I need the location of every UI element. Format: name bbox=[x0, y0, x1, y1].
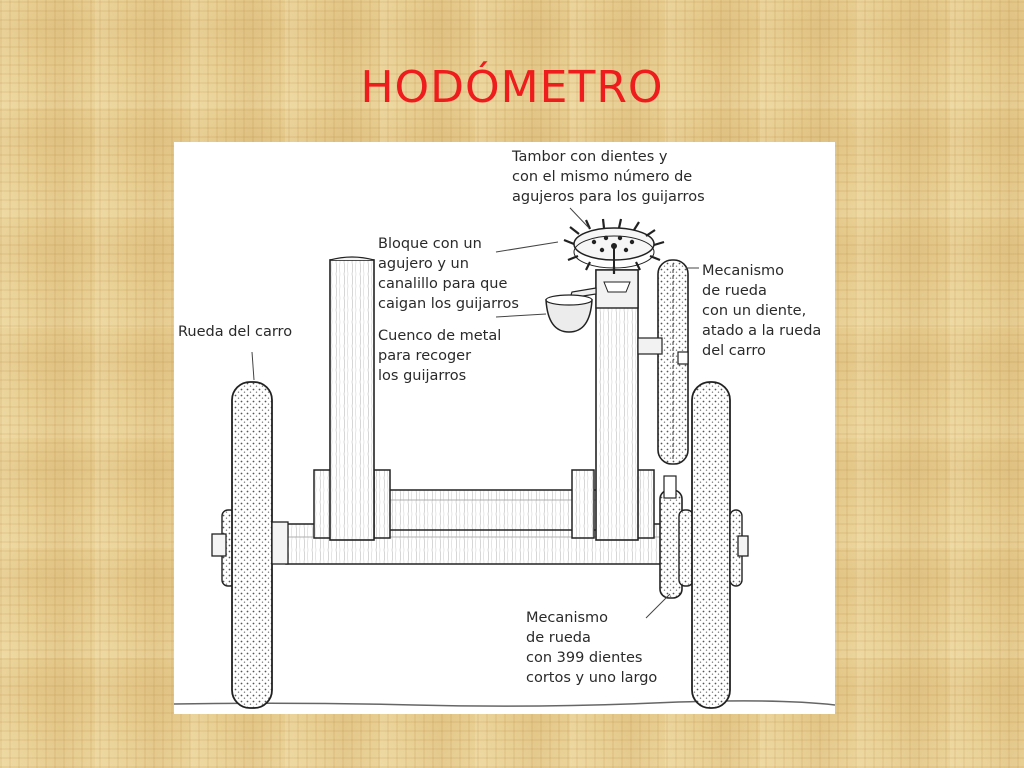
cart-illustration bbox=[174, 207, 835, 709]
label-single-tooth-gear: Mecanismo de rueda con un diente, atado … bbox=[702, 263, 822, 359]
slide-title: HODÓMETRO bbox=[360, 62, 664, 113]
label-metal-bowl: Cuenco de metal para recoger los guijarr… bbox=[378, 328, 502, 384]
odometer-diagram: Tambor con dientes y con el mismo número… bbox=[174, 142, 835, 714]
gear-399-teeth bbox=[659, 475, 683, 599]
label-toothed-drum: Tambor con dientes y con el mismo número… bbox=[512, 149, 705, 205]
right-post bbox=[595, 269, 639, 541]
leader-lines bbox=[251, 207, 699, 619]
label-cart-wheel: Rueda del carro bbox=[178, 324, 293, 340]
single-tooth-gear bbox=[637, 259, 689, 465]
metal-bowl bbox=[545, 294, 593, 333]
label-gear-399: Mecanismo de rueda con 399 dientes corto… bbox=[526, 610, 658, 686]
left-post bbox=[329, 256, 375, 541]
left-wheel bbox=[211, 381, 289, 709]
toothed-drum bbox=[563, 218, 665, 274]
label-stone-block: Bloque con un agujero y un canalillo par… bbox=[378, 236, 519, 312]
ground-line bbox=[174, 700, 835, 707]
right-wheel bbox=[678, 381, 749, 709]
stone-block bbox=[595, 269, 639, 309]
